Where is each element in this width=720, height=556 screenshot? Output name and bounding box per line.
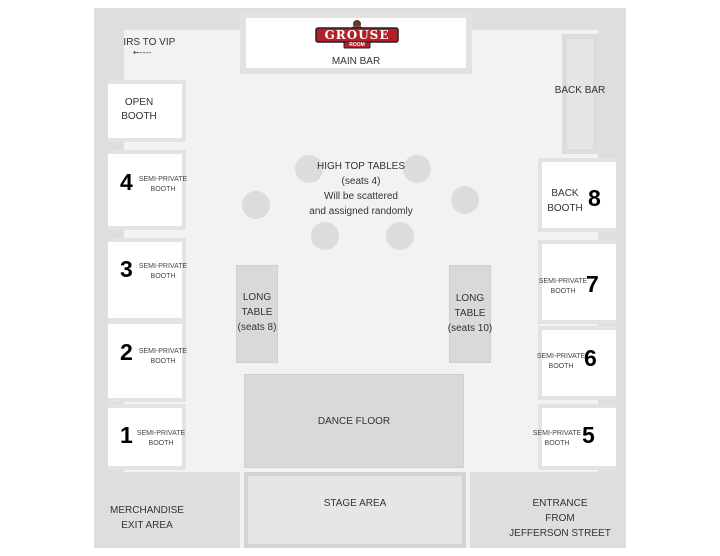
stage-label: STAGE AREA bbox=[323, 498, 387, 509]
logo-sub: ROOM bbox=[349, 42, 365, 48]
booth-7-label-1: SEMI-PRIVATE bbox=[538, 278, 588, 285]
booth-2 bbox=[108, 320, 186, 402]
booth-number-5: 5 bbox=[582, 422, 595, 448]
open-booth bbox=[108, 80, 186, 142]
booth-6 bbox=[538, 326, 616, 400]
booth-6-label-1: SEMI-PRIVATE bbox=[536, 353, 586, 360]
high-top-table bbox=[403, 155, 431, 183]
booth-5-label-1: SEMI-PRIVATE bbox=[532, 430, 582, 437]
grouse-logo-graphic bbox=[315, 20, 399, 49]
long-table-left-label-3: (seats 8) bbox=[237, 322, 277, 333]
open-booth-label-2: BOOTH bbox=[121, 111, 157, 122]
booth-7 bbox=[538, 240, 616, 324]
right-top-wall bbox=[472, 8, 626, 30]
booth-number-2: 2 bbox=[120, 339, 133, 365]
back-bar bbox=[562, 34, 598, 154]
long-table-left-label-2: TABLE bbox=[241, 307, 273, 318]
booth-2-label-2: BOOTH bbox=[150, 358, 176, 365]
long-table-right-label-2: TABLE bbox=[454, 308, 486, 319]
booth-2-label-1: SEMI-PRIVATE bbox=[138, 348, 188, 355]
entrance-label-1: ENTRANCE bbox=[532, 498, 588, 509]
booth-1-label-2: BOOTH bbox=[148, 440, 174, 447]
stairs-arrow: ←---- bbox=[132, 48, 152, 57]
booth-1 bbox=[108, 404, 186, 470]
booth-4 bbox=[108, 150, 186, 230]
long-table-left-label-1: LONG bbox=[242, 292, 272, 303]
booth-number-6: 6 bbox=[584, 345, 597, 371]
booth-5 bbox=[538, 404, 616, 470]
stage-area bbox=[244, 472, 466, 548]
back-booth-label-1: BACK bbox=[551, 188, 579, 199]
booth-3-label-2: BOOTH bbox=[150, 273, 176, 280]
stairs-label: STAIRS TO VIP bbox=[104, 37, 176, 48]
booth-number-7: 7 bbox=[586, 271, 599, 297]
dance-floor bbox=[244, 374, 464, 468]
high-top-label-4: and assigned randomly bbox=[309, 206, 413, 217]
booth-5-label-2: BOOTH bbox=[544, 440, 570, 447]
merchandise-label-2: EXIT AREA bbox=[121, 520, 173, 531]
high-top-label-1: HIGH TOP TABLES bbox=[317, 161, 405, 172]
logo-name: GROUSE bbox=[324, 28, 390, 42]
merchandise-label-1: MERCHANDISE bbox=[110, 505, 184, 516]
open-booth-label-1: OPEN bbox=[124, 97, 154, 108]
high-top-table bbox=[311, 222, 339, 250]
booth-number-3: 3 bbox=[120, 256, 133, 282]
left-top-wall bbox=[94, 8, 240, 30]
booth-number-1: 1 bbox=[120, 422, 133, 448]
merchandise-area bbox=[94, 472, 240, 548]
back-booth bbox=[538, 158, 616, 232]
booth-4-label-2: BOOTH bbox=[150, 186, 176, 193]
booth-number-4: 4 bbox=[120, 169, 133, 195]
long-table-right bbox=[449, 265, 491, 363]
entrance-label-2: FROM bbox=[545, 513, 575, 524]
back-bar-label: BACK BAR bbox=[554, 85, 606, 96]
high-top-table bbox=[386, 222, 414, 250]
main-bar-label: MAIN BAR bbox=[331, 56, 381, 67]
back-booth-label-2: BOOTH bbox=[547, 203, 583, 214]
high-top-table bbox=[295, 155, 323, 183]
high-top-label-2: (seats 4) bbox=[341, 176, 381, 187]
booth-number-8: 8 bbox=[588, 185, 601, 211]
booth-1-label-1: SEMI-PRIVATE bbox=[136, 430, 186, 437]
grouse-room-logo: GROUSE ROOM bbox=[314, 18, 400, 50]
high-top-table bbox=[242, 191, 270, 219]
high-top-table bbox=[451, 186, 479, 214]
booth-4-label-1: SEMI-PRIVATE bbox=[138, 176, 188, 183]
booth-7-label-2: BOOTH bbox=[550, 288, 576, 295]
entrance-area bbox=[470, 472, 626, 548]
high-top-label-3: Will be scattered bbox=[324, 191, 398, 202]
booth-6-label-2: BOOTH bbox=[548, 363, 574, 370]
dance-floor-label: DANCE FLOOR bbox=[317, 416, 391, 427]
long-table-right-label-1: LONG bbox=[455, 293, 485, 304]
long-table-left bbox=[236, 265, 278, 363]
entrance-label-3: JEFFERSON STREET bbox=[509, 528, 611, 539]
long-table-right-label-3: (seats 10) bbox=[447, 323, 493, 334]
booth-3-label-1: SEMI-PRIVATE bbox=[138, 263, 188, 270]
